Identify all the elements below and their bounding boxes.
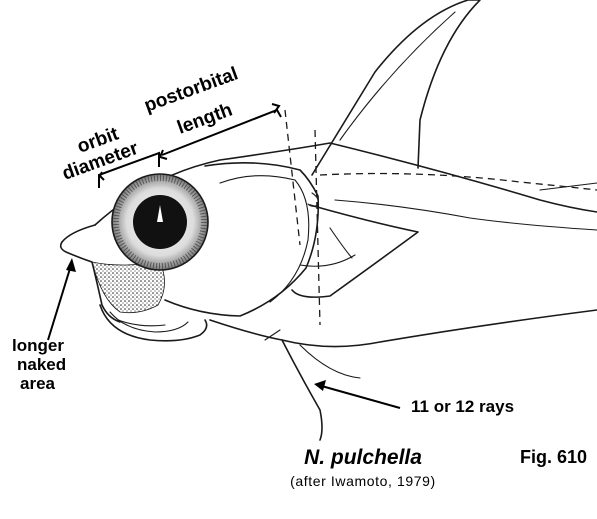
rays-pointer (318, 385, 400, 408)
naked-area-line-2: naked (12, 355, 66, 374)
body-dashed-line (315, 130, 320, 325)
head-dorsal-outline (62, 225, 95, 242)
length-label: length (175, 99, 236, 138)
naked-area-line-3: area (12, 374, 66, 393)
figure-number: Fig. 610 (520, 447, 587, 468)
lower-jaw (100, 305, 207, 341)
dorsal-fin (312, 0, 480, 175)
source-caption: (after Iwamoto, 1979) (238, 473, 488, 489)
naked-area-line-1: longer (12, 336, 66, 355)
pectoral-fin (292, 205, 418, 297)
naked-area-label: longer naked area (12, 336, 66, 393)
species-caption: N. pulchella (238, 446, 488, 470)
body-ventral-outline (210, 310, 597, 347)
rays-label: 11 or 12 rays (411, 397, 514, 416)
pelvic-fin (282, 340, 322, 440)
naked-area-pointer (48, 262, 72, 340)
postorbital-dashed-line (285, 110, 300, 245)
